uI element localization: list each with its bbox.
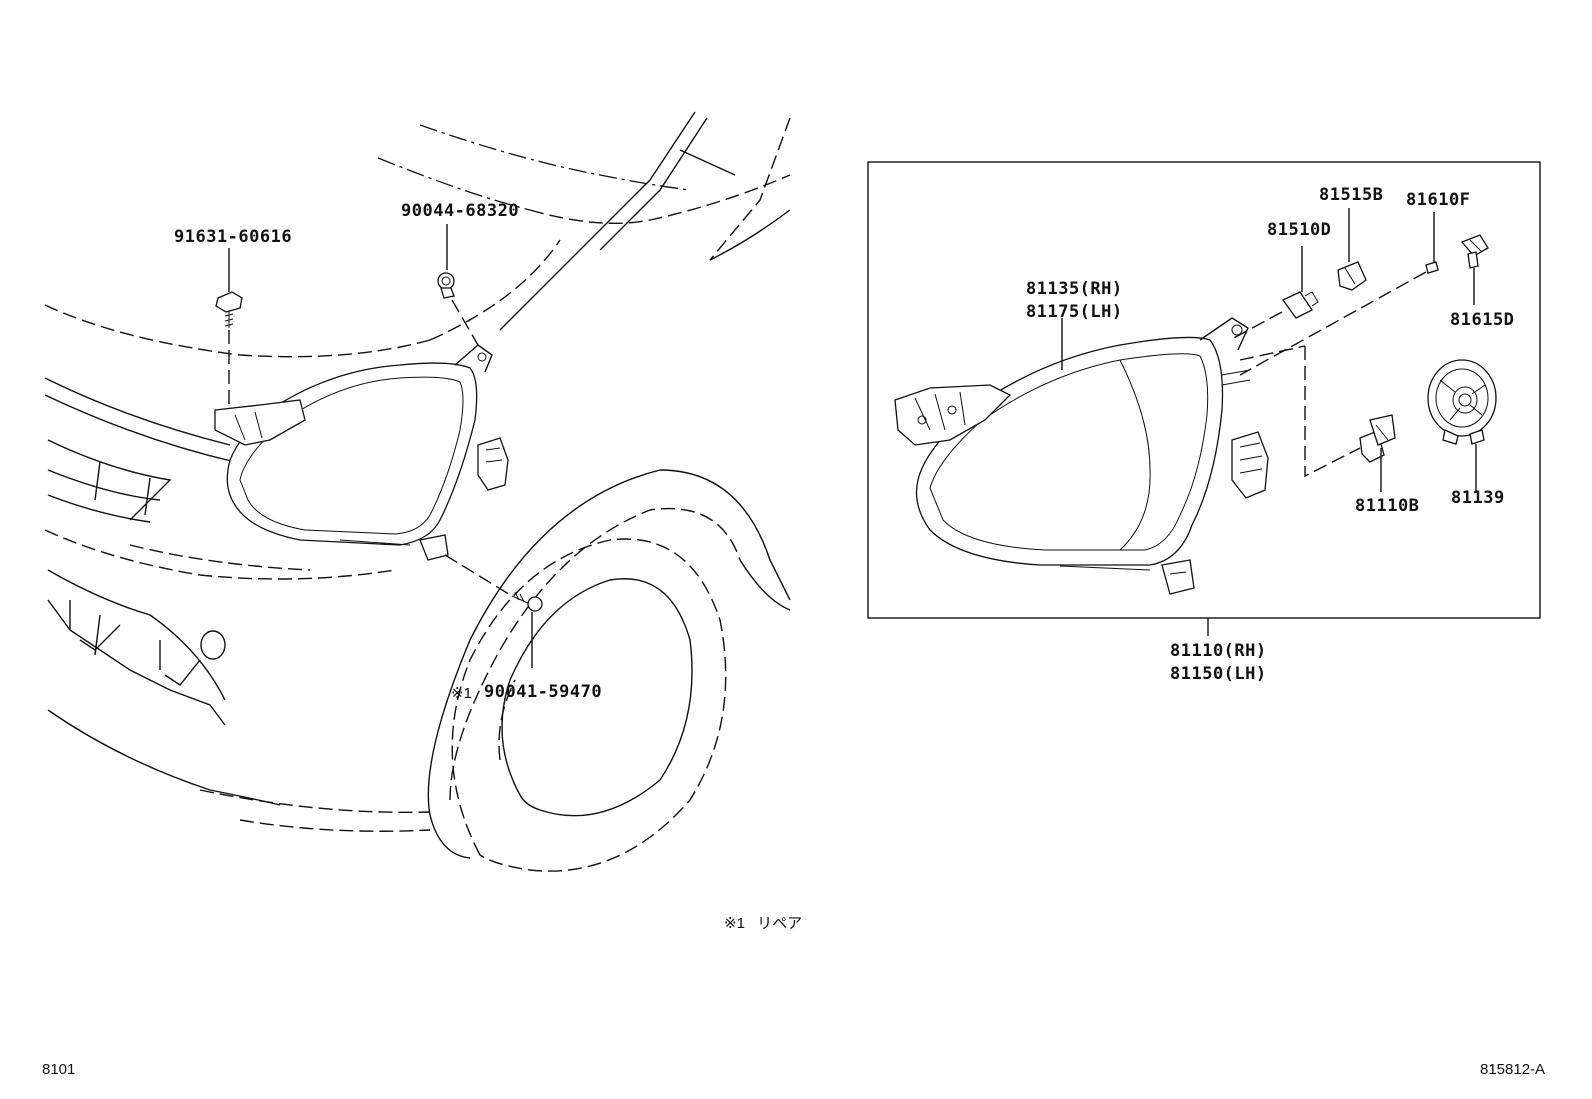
label-90044-68320: 90044-68320	[401, 201, 520, 221]
socket-81615d	[1460, 234, 1489, 305]
bolt-91631	[215, 248, 243, 408]
label-81150-lh: 81150(LH)	[1170, 663, 1267, 684]
label-91631-60616: 91631-60616	[174, 227, 293, 247]
bulb-81110b	[1239, 345, 1396, 492]
label-81510d: 81510D	[1267, 220, 1332, 240]
screw-90041	[444, 554, 543, 668]
cover-81139	[1427, 359, 1497, 492]
page-code: 8101	[42, 1061, 76, 1078]
repair-note: ※1 リペア	[724, 916, 802, 931]
right-headlamp-assembly	[894, 317, 1269, 595]
label-81175-lh: 81175(LH)	[1026, 301, 1123, 322]
figure-id: 815812-A	[1480, 1061, 1546, 1078]
label-81110-rh: 81110(RH)	[1170, 641, 1267, 661]
label-81110b: 81110B	[1355, 496, 1420, 516]
label-90041-59470: 90041-59470	[484, 682, 603, 702]
repair-note-text: リペア	[757, 915, 803, 932]
socket-81515b	[1337, 208, 1367, 291]
label-81515b: 81515B	[1319, 185, 1384, 205]
repair-mark-label: ※1	[451, 685, 472, 702]
label-81610f: 81610F	[1406, 190, 1471, 210]
bulb-81610f	[1239, 212, 1439, 376]
assembly-box	[867, 161, 1541, 619]
bulb-81510d	[1229, 246, 1319, 341]
label-81615d: 81615D	[1450, 310, 1515, 330]
clip-90044	[437, 224, 479, 346]
repair-note-mark: ※1	[724, 915, 745, 932]
label-81139: 81139	[1451, 488, 1505, 508]
label-81135-81175: 81135(RH) 81175(LH)	[1026, 278, 1123, 324]
label-81135-rh: 81135(RH)	[1026, 279, 1123, 299]
car-body-outline	[44, 111, 791, 872]
left-headlamp-assembly	[214, 344, 509, 561]
label-81110-81150: 81110(RH) 81150(LH)	[1170, 640, 1267, 686]
